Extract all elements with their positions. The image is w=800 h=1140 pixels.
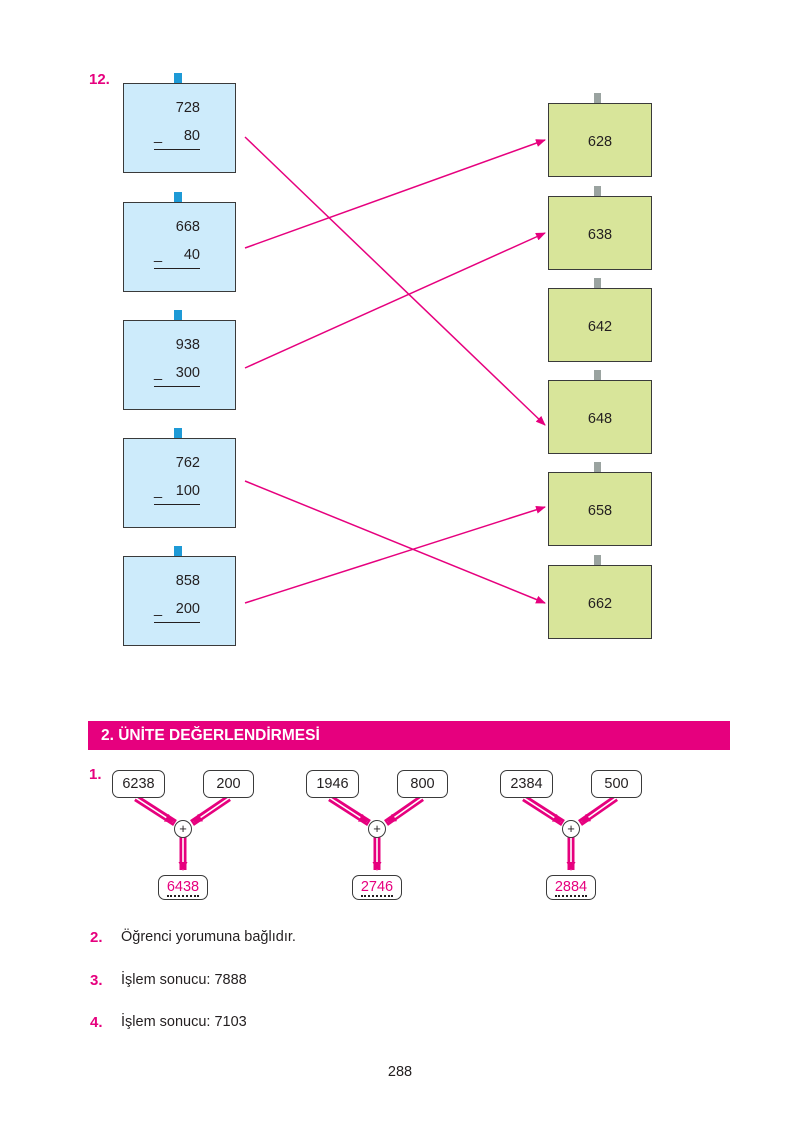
subtrahend: 200 [175, 601, 200, 617]
pin-icon [594, 278, 601, 290]
minuend: 938 [175, 337, 200, 353]
operation-line [154, 504, 200, 505]
addend-box: 2384 [500, 770, 553, 798]
item-text: İşlem sonucu: 7103 [121, 1014, 247, 1030]
subtrahend: 100 [175, 483, 200, 499]
section-banner: 2. ÜNİTE DEĞERLENDİRMESİ [88, 721, 730, 750]
answer-value: 648 [587, 411, 613, 427]
minuend: 858 [175, 573, 200, 589]
minus-sign: _ [154, 483, 163, 499]
subtrahend: 80 [183, 128, 200, 144]
addend-box: 800 [397, 770, 448, 798]
item-number: 4. [90, 1014, 103, 1031]
operation-line [154, 386, 200, 387]
plus-icon: + [174, 820, 192, 838]
subtrahend: 300 [175, 365, 200, 381]
pin-icon [174, 192, 182, 208]
plus-icon: + [368, 820, 386, 838]
answer-note-1: 628 [548, 103, 652, 177]
pin-icon [174, 428, 182, 444]
result-value: 6438 [166, 879, 200, 897]
operation-note-1: 728 _ 80 [123, 83, 236, 173]
minuend: 668 [175, 219, 200, 235]
answer-note-2: 638 [548, 196, 652, 270]
minus-sign: _ [154, 365, 163, 381]
pin-icon [594, 370, 601, 382]
answer-value: 662 [587, 596, 613, 612]
operation-note-4: 762 _ 100 [123, 438, 236, 528]
item-2: 2. Öğrenci yorumuna bağlıdır. [0, 929, 800, 949]
minus-sign: _ [154, 128, 163, 144]
match-arrow [244, 505, 546, 604]
result-box: 2746 [352, 875, 402, 900]
subtrahend: 40 [183, 247, 200, 263]
addition-arrows [134, 795, 618, 871]
operation-line [154, 622, 200, 623]
minuend: 762 [175, 455, 200, 471]
addend-box: 6238 [112, 770, 165, 798]
answer-note-3: 642 [548, 288, 652, 362]
pin-icon [594, 186, 601, 198]
exercise-12-number: 12. [89, 71, 110, 88]
answer-value: 638 [587, 227, 613, 243]
result-value: 2746 [360, 879, 394, 897]
answer-value: 642 [587, 319, 613, 335]
minus-sign: _ [154, 247, 163, 263]
match-arrow [244, 139, 546, 249]
result-box: 6438 [158, 875, 208, 900]
addend-box: 1946 [306, 770, 359, 798]
item-number: 2. [90, 929, 103, 946]
answer-note-4: 648 [548, 380, 652, 454]
answer-value: 628 [587, 134, 613, 150]
item-text: İşlem sonucu: 7888 [121, 972, 247, 988]
pin-icon [174, 546, 182, 562]
pin-icon [174, 73, 182, 89]
minuend: 728 [175, 100, 200, 116]
answer-note-5: 658 [548, 472, 652, 546]
answer-note-6: 662 [548, 565, 652, 639]
section-title: 2. ÜNİTE DEĞERLENDİRMESİ [101, 727, 320, 744]
pin-icon [594, 93, 601, 105]
item-number: 3. [90, 972, 103, 989]
item-4: 4. İşlem sonucu: 7103 [0, 1014, 800, 1034]
plus-icon: + [562, 820, 580, 838]
match-arrow [244, 136, 546, 426]
item-text: Öğrenci yorumuna bağlıdır. [121, 929, 296, 945]
minus-sign: _ [154, 601, 163, 617]
answer-value: 658 [587, 503, 613, 519]
operation-note-2: 668 _ 40 [123, 202, 236, 292]
page-number: 288 [387, 1064, 413, 1080]
matching-arrows [244, 136, 546, 604]
addend-box: 500 [591, 770, 642, 798]
result-box: 2884 [546, 875, 596, 900]
pin-icon [174, 310, 182, 326]
operation-line [154, 149, 200, 150]
match-arrow [244, 480, 546, 604]
result-value: 2884 [554, 879, 588, 897]
exercise-1-number: 1. [89, 766, 102, 783]
pin-icon [594, 555, 601, 567]
match-arrow [244, 232, 546, 369]
pin-icon [594, 462, 601, 474]
operation-note-3: 938 _ 300 [123, 320, 236, 410]
addend-box: 200 [203, 770, 254, 798]
operation-line [154, 268, 200, 269]
operation-note-5: 858 _ 200 [123, 556, 236, 646]
item-3: 3. İşlem sonucu: 7888 [0, 972, 800, 992]
